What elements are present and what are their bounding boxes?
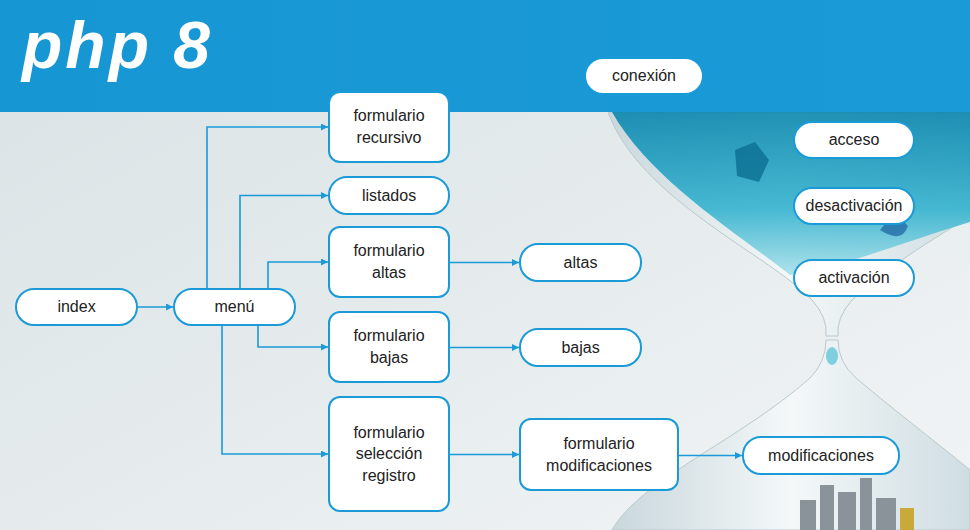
node-label: formulario altas bbox=[338, 240, 440, 283]
page-title: php 8 bbox=[22, 6, 213, 85]
hourglass-water bbox=[612, 112, 970, 275]
flow-arrow bbox=[450, 454, 519, 456]
node-label: activación bbox=[818, 267, 889, 289]
process-box: modificaciones bbox=[742, 436, 900, 475]
process-box: conexión bbox=[584, 57, 704, 95]
node-label: conexión bbox=[612, 65, 676, 87]
node-label: modificaciones bbox=[768, 445, 874, 467]
process-box: desactivación bbox=[793, 187, 915, 225]
city-skyline bbox=[800, 478, 914, 530]
hourglass-top bbox=[608, 112, 970, 336]
process-box: formulario recursivo bbox=[328, 91, 450, 163]
node-label: formulario modificaciones bbox=[529, 433, 669, 476]
flow-arrow bbox=[679, 455, 742, 457]
process-box: menú bbox=[173, 288, 296, 326]
process-box: bajas bbox=[519, 328, 642, 367]
node-label: altas bbox=[564, 252, 598, 274]
flow-arrow bbox=[222, 326, 328, 454]
process-box: activación bbox=[793, 259, 915, 297]
node-label: desactivación bbox=[806, 195, 903, 217]
process-box: formulario bajas bbox=[328, 311, 450, 383]
node-label: formulario recursivo bbox=[338, 105, 440, 148]
header-band bbox=[0, 0, 970, 112]
node-label: menú bbox=[214, 296, 254, 318]
process-box: acceso bbox=[793, 121, 915, 159]
process-box: formulario altas bbox=[328, 226, 450, 298]
node-label: index bbox=[57, 296, 95, 318]
process-box: listados bbox=[328, 176, 450, 215]
flow-arrow bbox=[450, 347, 519, 349]
node-label: bajas bbox=[561, 337, 599, 359]
water-rock bbox=[735, 142, 769, 182]
process-box: index bbox=[15, 288, 138, 326]
node-label: acceso bbox=[829, 129, 880, 151]
flow-arrow bbox=[268, 262, 328, 288]
flow-arrow bbox=[450, 262, 519, 264]
node-label: listados bbox=[362, 185, 416, 207]
node-label: formulario selección registro bbox=[338, 422, 440, 487]
flow-arrow bbox=[138, 306, 173, 308]
flow-arrow bbox=[258, 326, 328, 347]
node-label: formulario bajas bbox=[338, 325, 440, 368]
process-box: formulario selección registro bbox=[328, 396, 450, 512]
process-box: altas bbox=[519, 243, 642, 282]
process-box: formulario modificaciones bbox=[519, 418, 679, 491]
water-drop bbox=[826, 347, 838, 365]
flow-arrow bbox=[207, 127, 328, 288]
flow-arrow bbox=[240, 196, 328, 289]
